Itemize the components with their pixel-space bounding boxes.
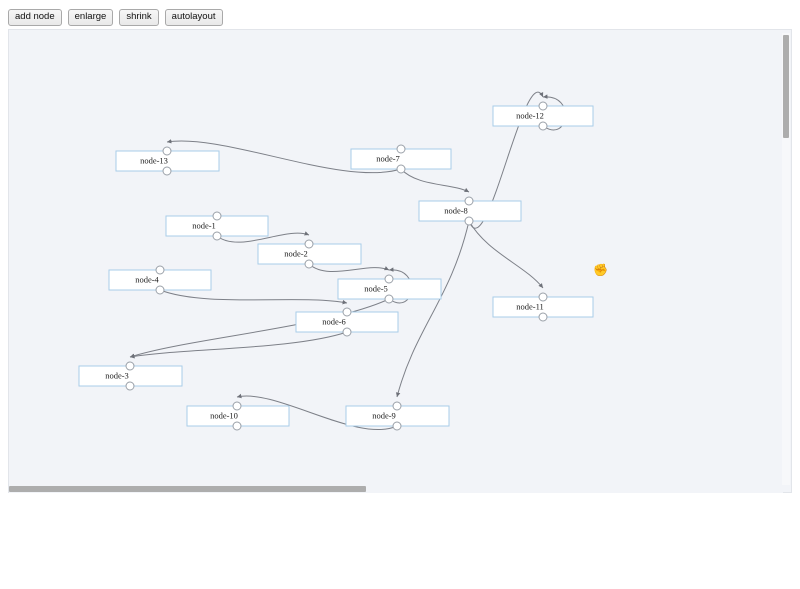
node-output-port[interactable] — [212, 231, 222, 241]
node-output-port[interactable] — [538, 312, 548, 322]
edge-node2-node5[interactable] — [308, 263, 390, 273]
node-output-port[interactable] — [125, 381, 135, 391]
node-input-port[interactable] — [464, 196, 474, 206]
node-label: node-6 — [322, 316, 346, 326]
node-input-port[interactable] — [162, 146, 172, 156]
toolbar: add node enlarge shrink autolayout — [8, 8, 223, 26]
node-output-port[interactable] — [232, 421, 242, 431]
graph-node-node-10[interactable]: node-10 — [186, 401, 290, 431]
node-input-port[interactable] — [125, 361, 135, 371]
graph-node-node-4[interactable]: node-4 — [108, 265, 212, 295]
edge-node1-node2[interactable] — [216, 231, 310, 243]
horizontal-scrollbar-track[interactable] — [9, 485, 783, 493]
node-output-port[interactable] — [464, 216, 474, 226]
node-label: node-3 — [105, 370, 129, 380]
graph-node-node-8[interactable]: node-8 — [418, 196, 522, 226]
node-output-port[interactable] — [538, 121, 548, 131]
edge-node8-node9[interactable] — [395, 220, 470, 398]
graph-node-node-7[interactable]: node-7 — [350, 144, 452, 174]
graph-node-node-12[interactable]: node-12 — [492, 101, 594, 131]
graph-node-node-2[interactable]: node-2 — [257, 239, 362, 269]
node-input-port[interactable] — [155, 265, 165, 275]
node-label: node-9 — [372, 410, 396, 420]
graph-svg[interactable]: node-1 node-2 node-3 node-4 node-5 node-6 node… — [9, 30, 792, 493]
node-output-port[interactable] — [304, 259, 314, 269]
node-label: node-10 — [210, 410, 238, 420]
graph-node-node-13[interactable]: node-13 — [115, 146, 220, 176]
graph-node-node-1[interactable]: node-1 — [165, 211, 269, 241]
graph-node-node-6[interactable]: node-6 — [295, 307, 399, 337]
node-input-port[interactable] — [384, 274, 394, 284]
horizontal-scrollbar-thumb[interactable] — [9, 486, 366, 492]
node-layer: node-1 node-2 node-3 node-4 node-5 node-6 node… — [78, 101, 594, 431]
node-output-port[interactable] — [155, 285, 165, 295]
graph-canvas[interactable]: node-1 node-2 node-3 node-4 node-5 node-6 node… — [8, 29, 792, 493]
node-output-port[interactable] — [342, 327, 352, 337]
node-input-port[interactable] — [396, 144, 406, 154]
node-input-port[interactable] — [342, 307, 352, 317]
node-input-port[interactable] — [304, 239, 314, 249]
add-node-button[interactable]: add node — [8, 8, 62, 26]
node-label: node-5 — [364, 283, 388, 293]
autolayout-button[interactable]: autolayout — [164, 8, 223, 26]
edge-node4-node6[interactable] — [159, 289, 348, 305]
node-input-port[interactable] — [392, 401, 402, 411]
enlarge-button[interactable]: enlarge — [67, 8, 114, 26]
node-output-port[interactable] — [396, 164, 406, 174]
edge-node9-node10[interactable] — [236, 393, 398, 431]
node-output-port[interactable] — [162, 166, 172, 176]
vertical-scrollbar-thumb[interactable] — [783, 35, 789, 138]
node-label: node-13 — [140, 155, 168, 165]
vertical-scrollbar-track[interactable] — [782, 33, 790, 485]
node-label: node-2 — [284, 248, 308, 258]
node-output-port[interactable] — [392, 421, 402, 431]
node-label: node-4 — [135, 274, 159, 284]
shrink-button[interactable]: shrink — [119, 8, 159, 26]
node-label: node-12 — [516, 110, 544, 120]
node-input-port[interactable] — [212, 211, 222, 221]
node-label: node-11 — [516, 301, 544, 311]
node-input-port[interactable] — [538, 292, 548, 302]
node-input-port[interactable] — [232, 401, 242, 411]
edge-node7-node13[interactable] — [166, 139, 402, 174]
node-label: node-7 — [376, 153, 400, 163]
edge-node5-node3[interactable] — [129, 298, 390, 358]
edge-node7-node8[interactable] — [400, 168, 470, 193]
node-output-port[interactable] — [384, 294, 394, 304]
node-label: node-8 — [444, 205, 468, 215]
edge-node8-node12[interactable] — [468, 91, 544, 229]
edge-node6-node3[interactable] — [129, 331, 348, 359]
node-input-port[interactable] — [538, 101, 548, 111]
graph-node-node-11[interactable]: node-11 — [492, 292, 594, 322]
edge-node8-node11[interactable] — [468, 220, 544, 289]
graph-node-node-9[interactable]: node-9 — [345, 401, 450, 431]
graph-node-node-5[interactable]: node-5 — [337, 274, 442, 304]
node-label: node-1 — [192, 220, 216, 230]
graph-node-node-3[interactable]: node-3 — [78, 361, 183, 391]
